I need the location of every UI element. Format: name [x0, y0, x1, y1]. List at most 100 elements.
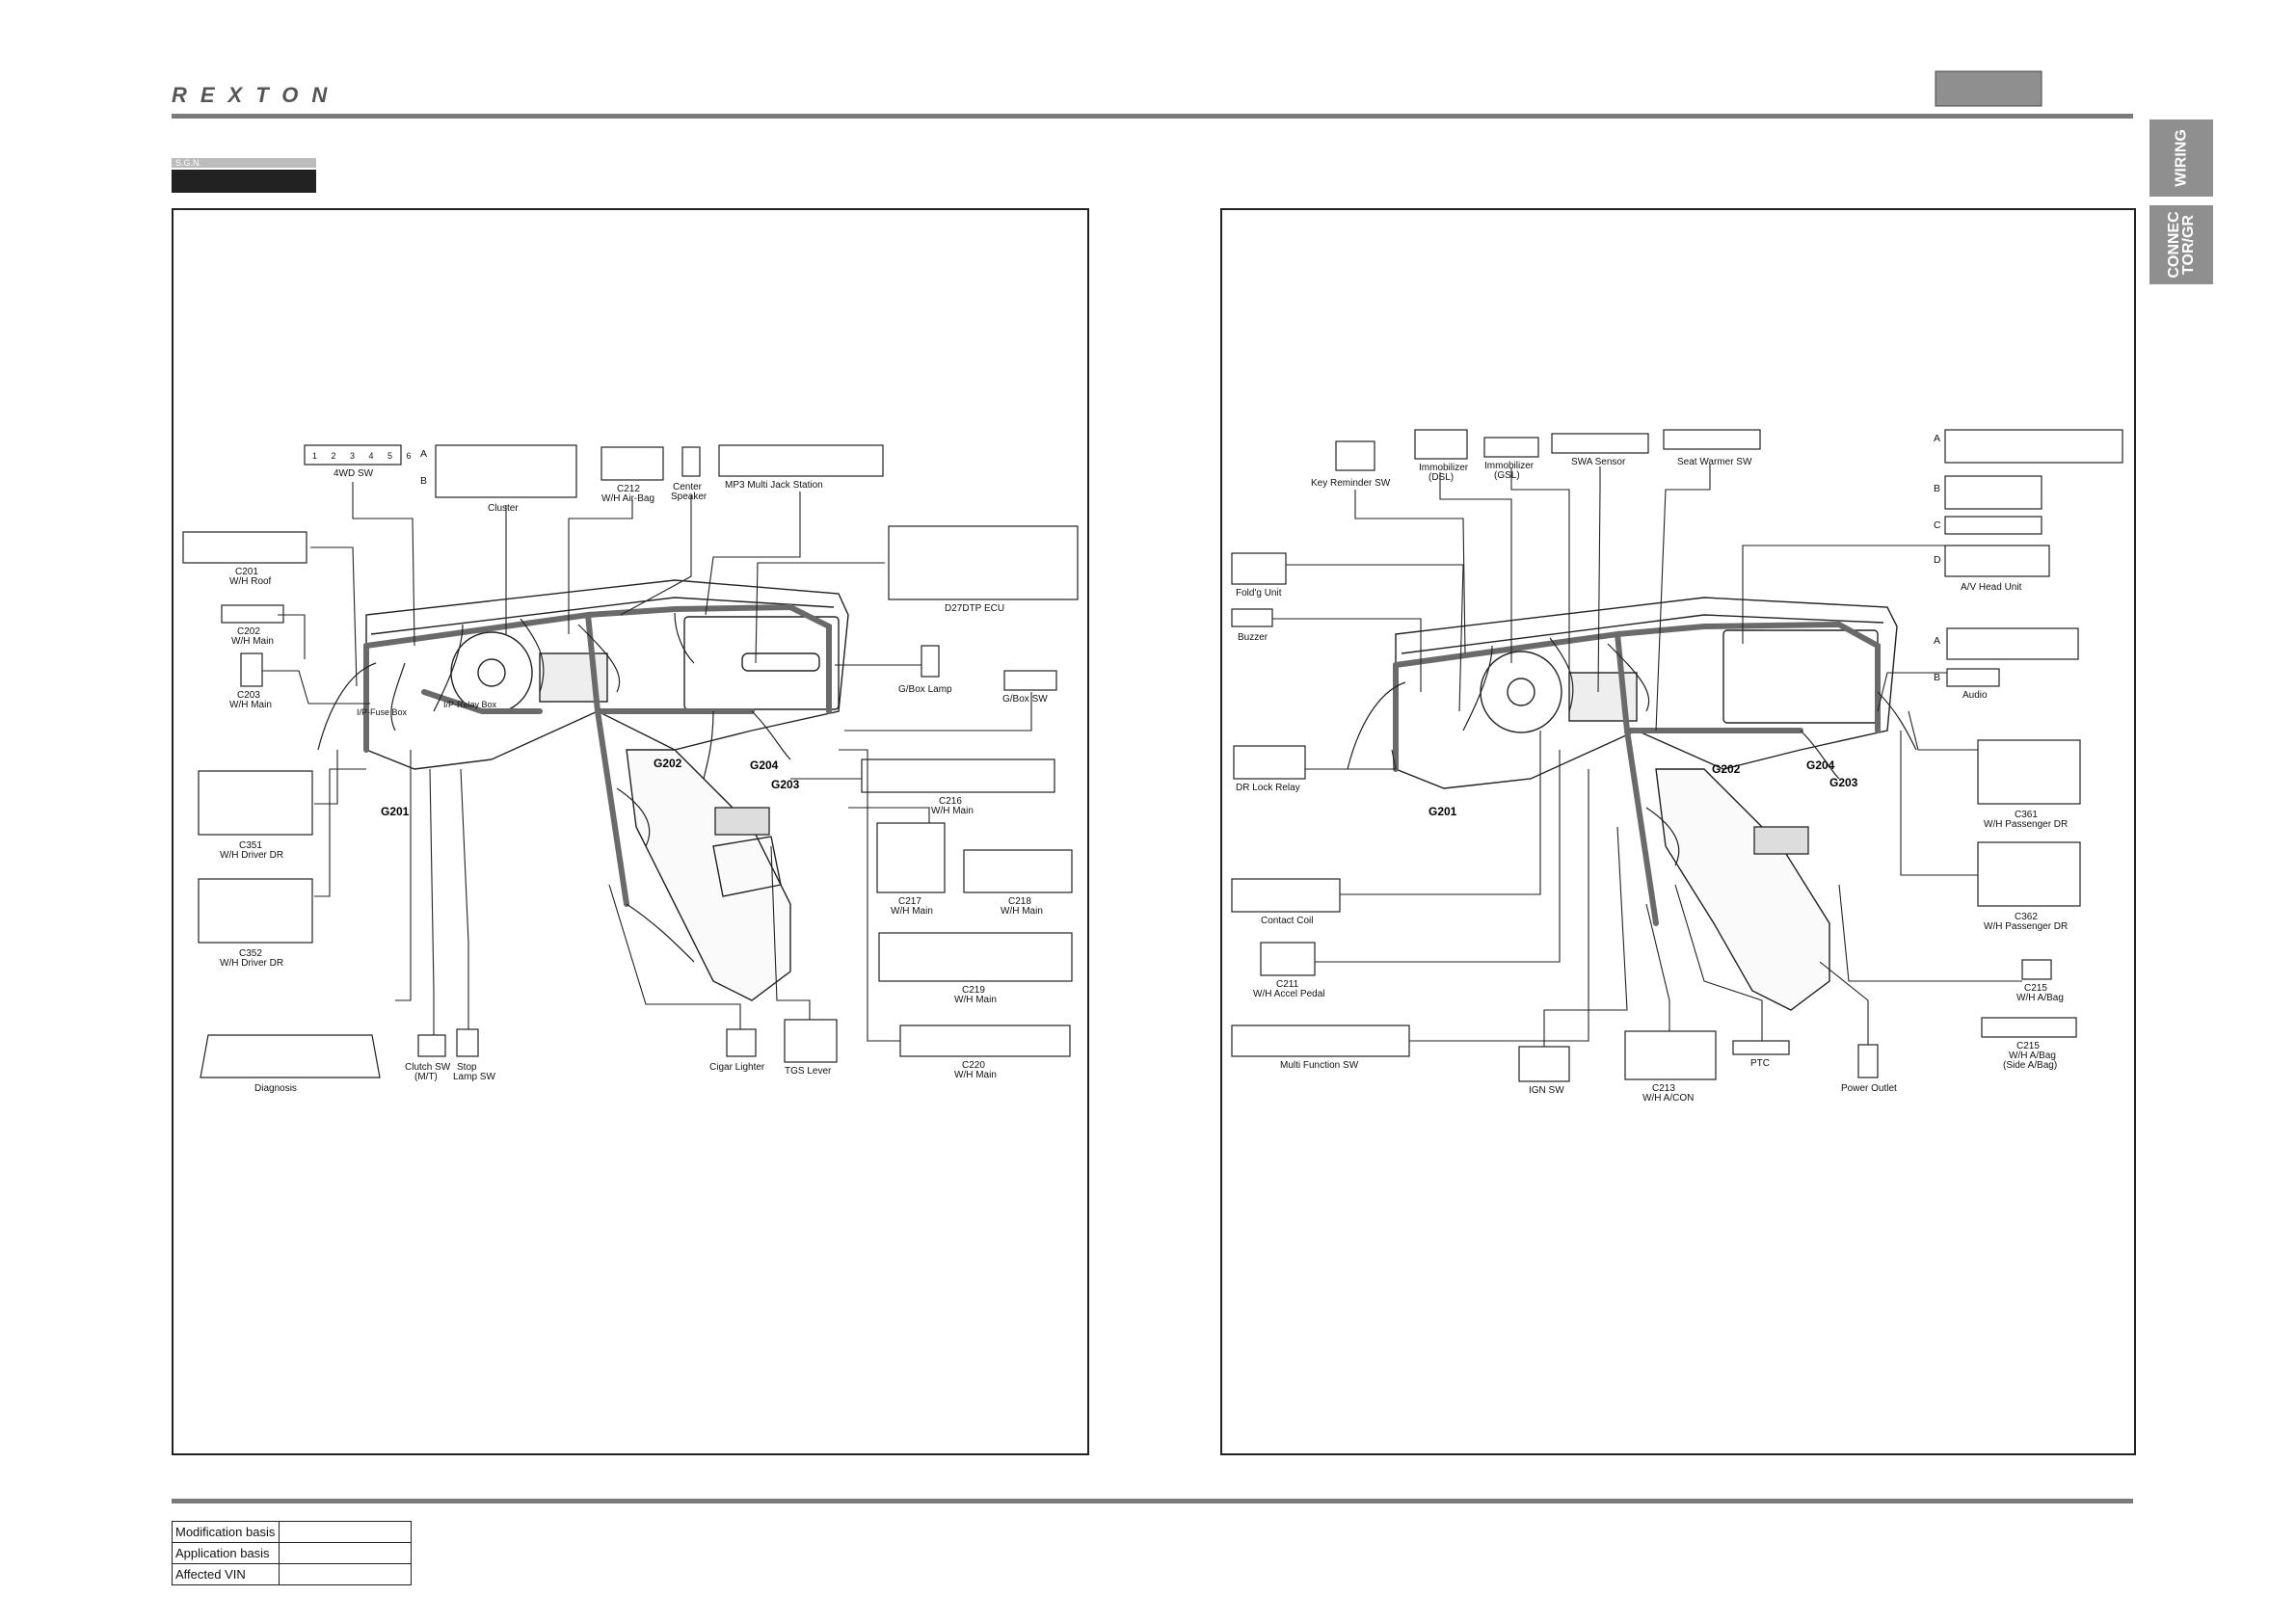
caption-clutch-sw: Clutch SW: [405, 1062, 451, 1073]
audio-row-b: B: [1934, 672, 1940, 683]
caption-c361-sub: W/H Passenger DR: [1984, 819, 2068, 830]
caption-c218: C218: [1008, 896, 1031, 907]
side-tab-wiring[interactable]: WIRING: [2149, 120, 2213, 197]
caption-gbox-sw: G/Box SW: [1002, 694, 1048, 705]
caption-gbox-lamp: G/Box Lamp: [898, 684, 952, 695]
audio-row-a: A: [1934, 635, 1940, 647]
right-connector-boxes: [1231, 429, 2123, 1082]
caption-power-outlet: Power Outlet: [1841, 1083, 1897, 1094]
left-harness-branches: [317, 612, 791, 963]
av-row-a: A: [1934, 433, 1940, 444]
ip-fuse-box-label: I/P-Fuse Box: [357, 707, 408, 717]
left-pin-text: 1 2 3 4 5 6 A B: [312, 448, 427, 487]
caption-key-reminder: Key Reminder SW: [1311, 478, 1391, 489]
footer-rule: [172, 1499, 2133, 1503]
caption-immo-gsl: Immobilizer: [1484, 461, 1535, 471]
table-row: Affected VIN: [172, 1563, 412, 1585]
ground-g201: G201: [381, 805, 410, 818]
caption-c361: C361: [2015, 810, 2038, 820]
left-harness: [363, 603, 832, 907]
right-diagram-panel: G201 G202 G203 G204: [1220, 208, 2136, 1455]
caption-seat-warmer: Seat Warmer SW: [1677, 457, 1752, 467]
caption-c216: C216: [939, 796, 962, 807]
side-tab-connector-label: CONNEC TOR/GR: [2166, 211, 2197, 279]
caption-4wd-sw: 4WD SW: [334, 468, 374, 479]
caption-c213-sub: W/H A/CON: [1642, 1093, 1694, 1104]
affected-vin-value: [279, 1563, 412, 1585]
caption-c202: C202: [237, 626, 260, 637]
caption-ign: IGN SW: [1529, 1085, 1564, 1096]
right-harness-branches: [1347, 637, 1917, 866]
caption-c352-sub: W/H Driver DR: [220, 958, 283, 969]
caption-c213: C213: [1652, 1083, 1675, 1094]
right-harness: [1393, 621, 1881, 926]
av-row-c: C: [1934, 519, 1941, 531]
caption-immo-gsl-sub: (GSL): [1494, 470, 1520, 481]
caption-c211-sub: W/H Accel Pedal: [1253, 989, 1324, 999]
caption-c212: C212: [617, 484, 640, 494]
caption-fold: Fold'g Unit: [1236, 588, 1282, 599]
application-basis-label: Application basis: [172, 1542, 280, 1564]
caption-c212-sub: W/H Air-Bag: [601, 493, 654, 504]
right-grounds: G201 G202 G203 G204: [1428, 758, 1858, 818]
modification-basis-value: [279, 1521, 412, 1543]
caption-c352: C352: [239, 948, 262, 959]
caption-av-head: A/V Head Unit: [1961, 582, 2022, 593]
left-connector-boxes: [182, 444, 1079, 1078]
ground-g203: G203: [771, 778, 800, 791]
application-basis-value: [279, 1542, 412, 1564]
cluster-row-b: B: [420, 475, 427, 487]
caption-c201: C201: [235, 567, 258, 577]
caption-audio: Audio: [1962, 690, 1988, 701]
modification-basis-label: Modification basis: [172, 1521, 280, 1543]
caption-multi-function: Multi Function SW: [1280, 1060, 1359, 1071]
caption-c217-sub: W/H Main: [891, 906, 933, 917]
left-leaders: [262, 482, 1032, 1042]
left-grounds: G201 G202 G203 G204: [381, 757, 800, 818]
left-captions: 4WD SW Cluster C212 W/H Air-Bag Center S…: [220, 468, 1048, 1094]
section-tag: S.G.N.: [175, 158, 201, 168]
caption-center: Center: [673, 482, 703, 492]
side-tab-connector[interactable]: CONNEC TOR/GR: [2149, 205, 2213, 284]
caption-stop-sub: Lamp SW: [453, 1072, 495, 1082]
caption-c218-sub: W/H Main: [1001, 906, 1043, 917]
right-leaders: [1272, 465, 2022, 1047]
caption-c219-sub: W/H Main: [954, 995, 997, 1005]
caption-diagnosis: Diagnosis: [254, 1083, 297, 1094]
caption-c362: C362: [2015, 912, 2038, 922]
right-ground-g202: G202: [1712, 762, 1741, 776]
4wd-pins: 1 2 3 4 5 6: [312, 451, 417, 461]
left-diagram: I/P-Fuse Box I/P-Relay Box G201 G202 G20…: [182, 444, 1079, 1094]
ip-relay-box-label: I/P-Relay Box: [443, 700, 497, 709]
caption-center-sub: Speaker: [671, 492, 707, 502]
caption-ecu: D27DTP ECU: [945, 603, 1004, 614]
caption-buzzer: Buzzer: [1238, 632, 1268, 643]
caption-c216-sub: W/H Main: [931, 806, 974, 816]
brand-logo: REXTON: [172, 83, 340, 107]
table-row: Modification basis: [172, 1521, 412, 1543]
right-ground-g201: G201: [1428, 805, 1457, 818]
table-row: Application basis: [172, 1542, 412, 1564]
right-captions: Key Reminder SW Immobilizer (DSL) Immobi…: [1236, 457, 2068, 1104]
caption-clutch-sw-sub: (M/T): [414, 1072, 438, 1082]
caption-c211: C211: [1276, 979, 1299, 990]
caption-stop: Stop: [457, 1062, 477, 1073]
affected-vin-label: Affected VIN: [172, 1563, 280, 1585]
caption-cigar: Cigar Lighter: [709, 1062, 765, 1073]
right-ground-g204: G204: [1806, 758, 1835, 772]
left-diagram-panel: I/P-Fuse Box I/P-Relay Box G201 G202 G20…: [172, 208, 1089, 1455]
header: REXTON S.G.N.: [172, 70, 2133, 193]
caption-c220-sub: W/H Main: [954, 1070, 997, 1080]
caption-cluster: Cluster: [488, 503, 519, 514]
caption-immo-dsl: Immobilizer: [1419, 463, 1469, 473]
header-rule: [172, 114, 2133, 119]
right-diagram: G201 G202 G203 G204: [1231, 429, 2123, 1104]
caption-c202-sub: W/H Main: [231, 636, 274, 647]
right-dashboard: [1395, 597, 1898, 1011]
ground-g202: G202: [654, 757, 682, 770]
caption-c217: C217: [898, 896, 921, 907]
cluster-row-a: A: [420, 448, 427, 460]
right-row-letters: A B C D A B: [1934, 433, 1941, 683]
caption-c215-sub: W/H A/Bag: [2016, 993, 2064, 1003]
caption-c215: C215: [2024, 983, 2047, 994]
